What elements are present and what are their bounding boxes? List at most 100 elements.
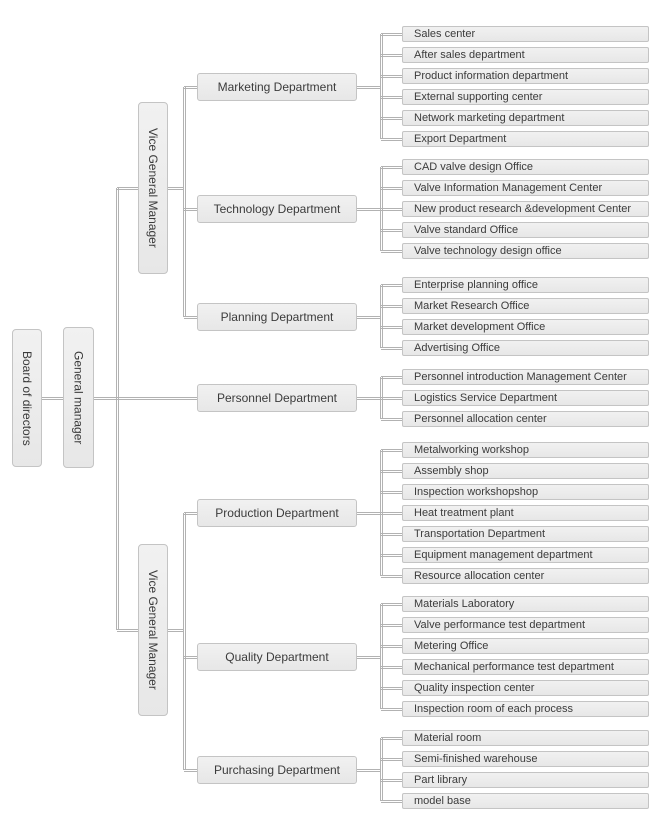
unit-node: After sales department [402, 47, 649, 63]
department-node: Production Department [197, 499, 357, 527]
connector-line [381, 645, 402, 648]
connector-line [381, 229, 402, 232]
unit-node: model base [402, 793, 649, 809]
connector-line [183, 87, 186, 317]
connector-line [381, 758, 402, 761]
department-node: Planning Department [197, 303, 357, 331]
connector-line [381, 284, 402, 287]
unit-node: Metering Office [402, 638, 649, 654]
connector-line [381, 250, 402, 253]
connector-line [380, 604, 383, 709]
connector-line [380, 285, 383, 348]
unit-node: Valve standard Office [402, 222, 649, 238]
connector-line [381, 737, 402, 740]
connector-line [381, 96, 402, 99]
connector-line [381, 800, 402, 803]
unit-node: Material room [402, 730, 649, 746]
connector-line [42, 397, 63, 400]
unit-node: Assembly shop [402, 463, 649, 479]
connector-line [357, 397, 381, 400]
unit-node: External supporting center [402, 89, 649, 105]
unit-node: Sales center [402, 26, 649, 42]
connector-line [184, 769, 197, 772]
connector-line [381, 208, 402, 211]
unit-node: Part library [402, 772, 649, 788]
department-node: Marketing Department [197, 73, 357, 101]
unit-node: Network marketing department [402, 110, 649, 126]
connector-line [381, 575, 402, 578]
connector-line [381, 533, 402, 536]
unit-node: Product information department [402, 68, 649, 84]
connector-line [381, 54, 402, 57]
department-node: Technology Department [197, 195, 357, 223]
connector-line [357, 512, 381, 515]
unit-node: Valve performance test department [402, 617, 649, 633]
unit-node: Market Research Office [402, 298, 649, 314]
connector-line [381, 326, 402, 329]
connector-line [184, 208, 197, 211]
connector-line [381, 470, 402, 473]
department-node: Purchasing Department [197, 756, 357, 784]
connector-line [381, 187, 402, 190]
connector-line [357, 86, 381, 89]
unit-node: Heat treatment plant [402, 505, 649, 521]
vice-general-manager-node: Vice General Manager [138, 544, 168, 716]
unit-node: Export Department [402, 131, 649, 147]
connector-line [381, 75, 402, 78]
unit-node: Semi-finished warehouse [402, 751, 649, 767]
connector-line [168, 629, 184, 632]
connector-line [381, 305, 402, 308]
connector-line [94, 397, 117, 400]
connector-line [357, 208, 381, 211]
unit-node: Personnel allocation center [402, 411, 649, 427]
unit-node: CAD valve design Office [402, 159, 649, 175]
connector-line [381, 554, 402, 557]
department-node: Quality Department [197, 643, 357, 671]
connector-line [380, 738, 383, 801]
connector-line [184, 656, 197, 659]
general-manager-node: General manager [63, 327, 94, 468]
connector-line [184, 512, 197, 515]
unit-node: Valve technology design office [402, 243, 649, 259]
connector-line [381, 512, 402, 515]
connector-line [357, 316, 381, 319]
unit-node: Inspection room of each process [402, 701, 649, 717]
connector-line [381, 603, 402, 606]
connector-line [381, 624, 402, 627]
connector-line [381, 779, 402, 782]
unit-node: Inspection workshopshop [402, 484, 649, 500]
connector-line [381, 117, 402, 120]
unit-node: Valve Information Management Center [402, 180, 649, 196]
unit-node: New product research &development Center [402, 201, 649, 217]
unit-node: Logistics Service Department [402, 390, 649, 406]
connector-line [117, 187, 138, 190]
connector-line [184, 86, 197, 89]
connector-line [116, 188, 119, 630]
board-of-directors-node: Board of directors [12, 329, 42, 467]
unit-node: Transportation Department [402, 526, 649, 542]
connector-line [357, 769, 381, 772]
connector-line [357, 656, 381, 659]
unit-node: Market development Office [402, 319, 649, 335]
unit-node: Quality inspection center [402, 680, 649, 696]
unit-node: Equipment management department [402, 547, 649, 563]
connector-line [380, 34, 383, 139]
connector-line [184, 316, 197, 319]
connector-line [381, 666, 402, 669]
connector-line [117, 397, 197, 400]
connector-line [381, 138, 402, 141]
unit-node: Metalworking workshop [402, 442, 649, 458]
connector-line [183, 513, 186, 770]
connector-line [381, 397, 402, 400]
unit-node: Resource allocation center [402, 568, 649, 584]
connector-line [381, 491, 402, 494]
connector-line [381, 708, 402, 711]
unit-node: Enterprise planning office [402, 277, 649, 293]
unit-node: Advertising Office [402, 340, 649, 356]
unit-node: Mechanical performance test department [402, 659, 649, 675]
connector-line [381, 166, 402, 169]
vice-general-manager-node: Vice General Manager [138, 102, 168, 274]
department-node: Personnel Department [197, 384, 357, 412]
connector-line [381, 33, 402, 36]
